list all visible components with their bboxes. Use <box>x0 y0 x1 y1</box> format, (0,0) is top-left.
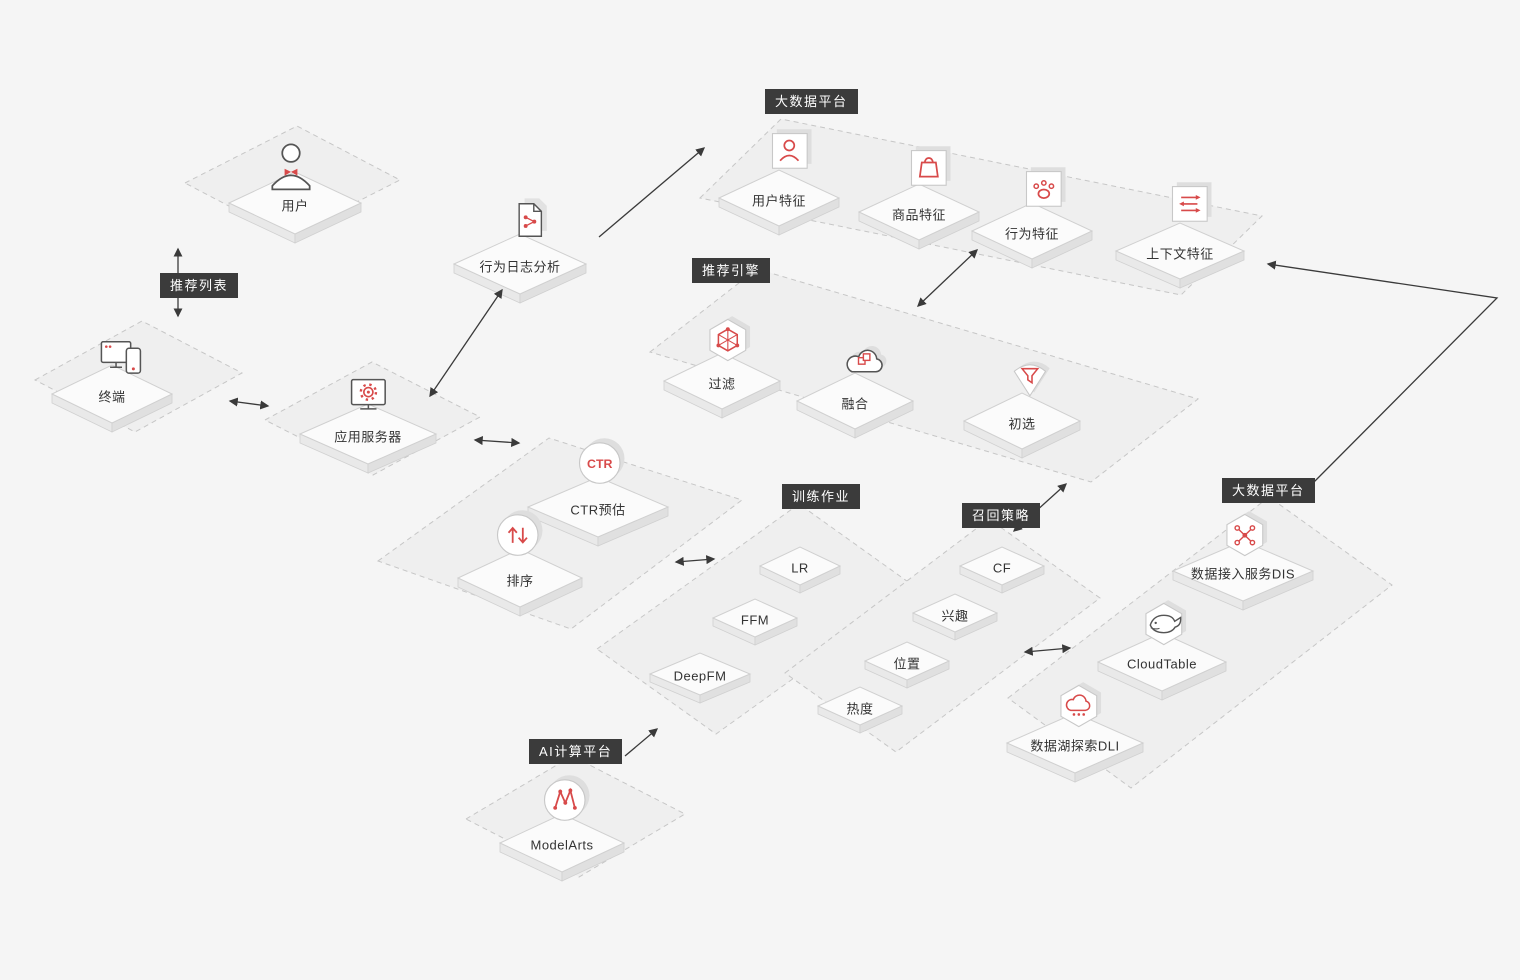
node-platform-product_feature <box>857 183 981 250</box>
node-platform-user_feature <box>717 169 841 236</box>
node-platform-preselect <box>962 392 1082 459</box>
node-platform-terminal <box>50 364 174 433</box>
node-platform-log_analysis <box>452 233 588 304</box>
arrow-appserver-ranking <box>473 435 521 448</box>
node-platform-deepfm <box>648 652 752 704</box>
node-platform-app_server <box>298 403 438 474</box>
node-platform-dli <box>1005 712 1145 783</box>
node-platform-cloudtable <box>1096 632 1228 701</box>
node-platform-filter <box>662 352 782 419</box>
arrow-terminal-appserver <box>228 397 270 410</box>
node-platform-lr <box>758 546 842 594</box>
arrow-recall-engine <box>1012 483 1068 532</box>
node-platform-dis <box>1171 540 1315 611</box>
node-platform-popularity <box>816 686 904 734</box>
arrow-loganalysis-bigdata <box>598 147 706 238</box>
arrow-bigdataright-recall <box>1023 644 1072 656</box>
arrow-training-sort <box>674 555 716 566</box>
arrow-appserver-loganalysis <box>429 288 503 398</box>
node-platform-ffm <box>711 598 799 646</box>
arrow-ai-training <box>624 728 659 757</box>
arrow-bigdataright-contextfeature <box>1266 260 1499 485</box>
node-platform-cf <box>958 546 1046 594</box>
node-platform-interest <box>911 593 999 641</box>
node-platform-behavior_feature <box>970 202 1094 269</box>
node-platform-fusion <box>795 372 915 439</box>
node-platform-context_feature <box>1114 222 1246 289</box>
node-platform-ctr <box>526 476 670 547</box>
node-platform-sort <box>456 548 584 617</box>
node-platform-modelarts <box>498 813 626 882</box>
node-platform-position <box>863 641 951 689</box>
arrow-bigdata-engine <box>917 249 978 307</box>
